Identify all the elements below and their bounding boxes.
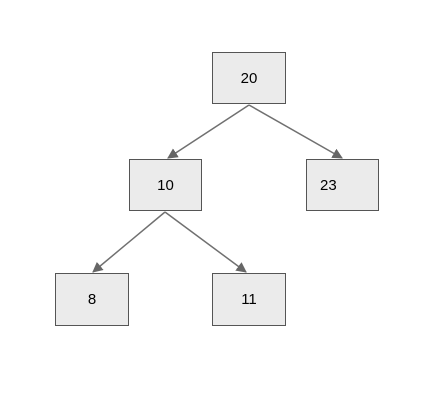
tree-node-10: 10 [129,159,202,211]
node-label: 10 [157,176,174,194]
tree-node-20: 20 [212,52,286,104]
tree-node-8: 8 [55,273,129,326]
edge-20-to-10 [167,104,250,159]
edge-10-to-11 [164,211,247,273]
tree-node-11: 11 [212,273,286,326]
edge-20-to-23 [248,104,343,159]
node-label: 20 [240,69,258,87]
node-label: 11 [241,291,257,308]
node-label: 8 [87,291,97,308]
tree-node-23: 23 [306,159,379,211]
node-label: 23 [320,176,337,194]
edge-10-to-8 [92,211,166,273]
